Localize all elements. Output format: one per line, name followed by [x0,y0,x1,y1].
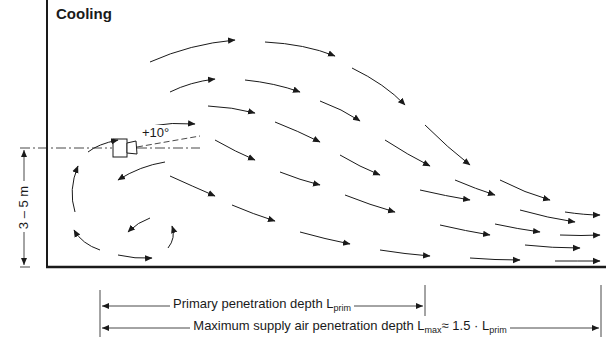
flow-arrow [265,42,335,56]
subscript: max [425,325,442,335]
flow-arrow [455,180,495,195]
centre-line [20,148,112,149]
flow-arrow [345,195,395,212]
flow-arrow [170,79,215,92]
label-text: Maximum supply air penetration depth L [193,318,424,333]
dimension-tick [601,285,602,337]
flow-arrow [520,210,575,222]
floor-line [46,266,606,269]
dimension-tick [425,285,426,316]
outlet-axis [137,148,200,149]
air-outlet [113,139,127,157]
label-text: Primary penetration depth L [173,296,333,311]
flow-arrow [525,245,580,248]
angle-label: +10° [142,125,169,140]
flow-arrow [74,230,100,250]
flow-arrow [118,162,165,180]
subscript: prim [333,303,351,313]
flow-arrow [470,258,520,260]
outlet-nozzle [127,141,137,154]
flow-arrow [555,261,600,262]
flow-arrow [440,225,490,235]
flow-arrow [425,125,470,165]
airflow-arrows [72,40,600,261]
dimension-tick [20,267,30,268]
flow-arrow [565,212,600,215]
flow-arrow [88,140,118,152]
flow-arrow [495,224,540,232]
flow-arrow [245,80,300,92]
flow-arrow [72,166,78,212]
flow-arrow [215,140,255,160]
subscript: prim [489,325,507,335]
flow-arrow [560,235,600,237]
dimension-line [24,232,25,265]
flow-arrow [340,155,380,175]
flow-arrow [320,101,360,121]
flow-arrow [385,140,430,166]
flow-arrow [208,106,255,113]
label-text: ≈ 1.5 · L [442,318,490,333]
flow-arrow [300,232,350,244]
dimension-tick [100,290,101,337]
flow-arrow [420,190,470,200]
flow-arrow [280,172,320,185]
flow-arrow [118,255,152,258]
height-dimension: 3 – 5 m [16,183,31,230]
flow-arrow [150,40,235,62]
flow-arrow [168,226,173,248]
flow-arrow [170,176,215,196]
flow-arrow [500,180,550,200]
flow-arrow [352,68,405,105]
flow-arrow [380,250,430,256]
primary-depth-label: Primary penetration depth Lprim [170,296,354,316]
flow-arrow [275,122,320,142]
dimension-line [24,150,25,181]
wall-line [46,0,48,268]
flow-arrow [232,205,275,221]
maximum-depth-label: Maximum supply air penetration depth Lma… [190,318,509,338]
flow-arrow [128,218,150,232]
diagram-title: Cooling [56,5,112,23]
